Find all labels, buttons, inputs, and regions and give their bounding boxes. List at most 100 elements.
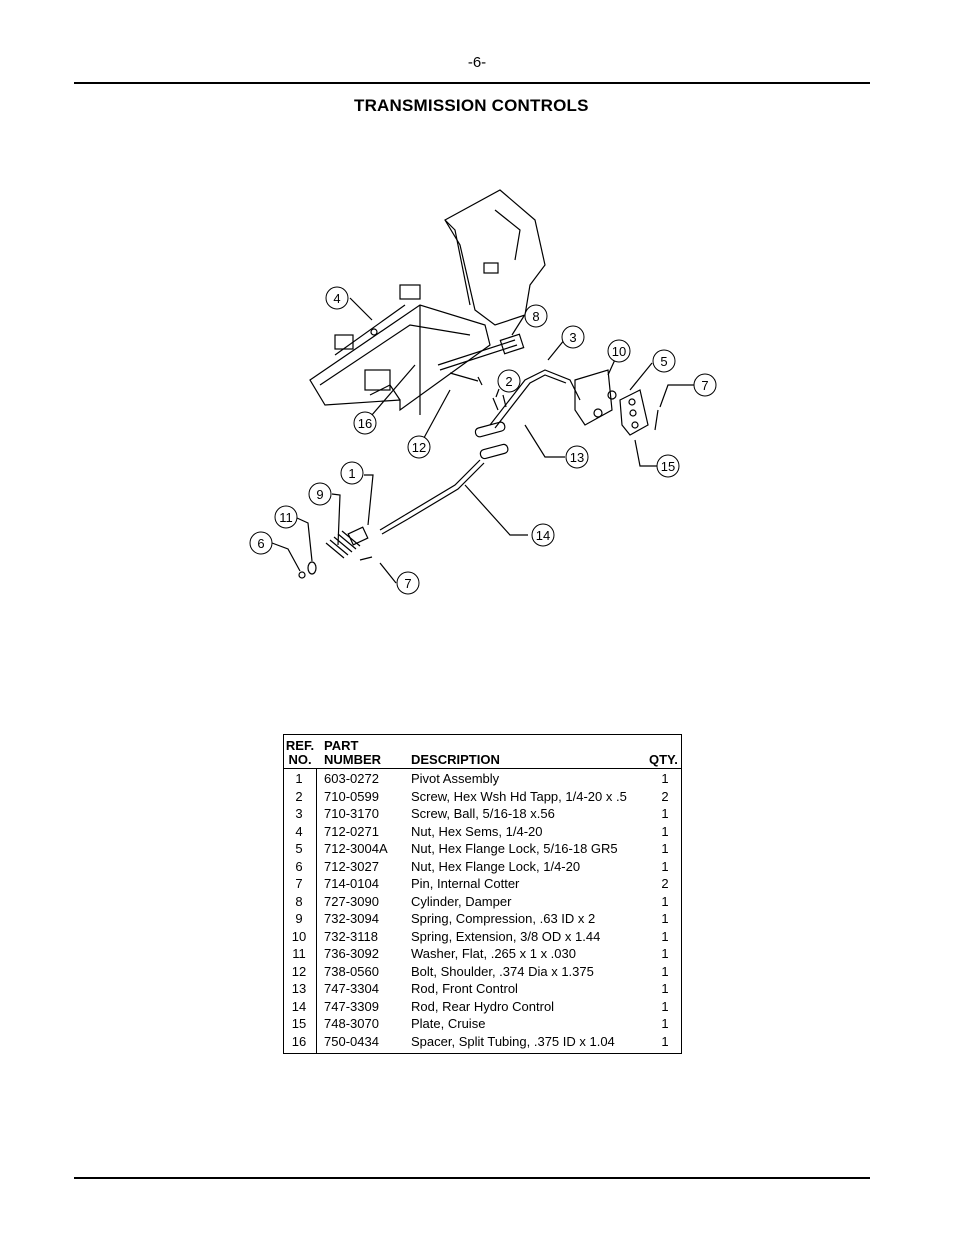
cell-part-number: 727-3090 (324, 893, 379, 909)
header-description: DESCRIPTION (411, 752, 500, 767)
callout-label: 15 (661, 459, 675, 474)
cell-qty: 1 (661, 946, 669, 961)
cell-ref: 6 (295, 858, 303, 874)
cell-description: Screw, Ball, 5/16-18 x.56 (411, 806, 555, 821)
table-row: 7 714-0104 Pin, Internal Cotter 2 (284, 875, 683, 893)
cell-qty: 1 (661, 998, 669, 1014)
table-row: 1 603-0272 Pivot Assembly 1 (284, 770, 683, 788)
table-row: 11 736-3092 Washer, Flat, .265 x 1 x .03… (284, 945, 683, 963)
table-row: 10 732-3118 Spring, Extension, 3/8 OD x … (284, 928, 683, 946)
cell-description: Spacer, Split Tubing, .375 ID x 1.04 (411, 1033, 615, 1049)
cell-ref: 15 (291, 1016, 307, 1031)
callout-label: 4 (333, 291, 340, 306)
cell-description: Spring, Extension, 3/8 OD x 1.44 (411, 928, 601, 944)
callout-label: 6 (257, 536, 264, 551)
cell-qty: 1 (661, 963, 669, 979)
header-ref-line1: REF. (285, 738, 315, 753)
cell-part-number: 732-3094 (324, 911, 379, 926)
cell-part-number: 750-0434 (324, 1033, 379, 1049)
header-part-line2: NUMBER (324, 752, 382, 767)
cell-ref: 2 (295, 788, 303, 804)
cell-qty: 1 (661, 1016, 669, 1031)
cell-part-number: 738-0560 (324, 963, 379, 979)
table-row: 6 712-3027 Nut, Hex Flange Lock, 1/4-20 … (284, 858, 683, 876)
callout-numbers: 4 8 3 10 5 7 2 16 12 13 15 1 9 11 6 14 7 (257, 291, 708, 591)
ref-column-divider (316, 769, 317, 1053)
cell-description: Pin, Internal Cotter (411, 876, 520, 891)
cell-part-number: 747-3304 (324, 981, 379, 996)
cell-part-number: 732-3118 (324, 928, 378, 944)
callout-label: 3 (569, 330, 576, 345)
cell-ref: 14 (291, 998, 307, 1014)
cell-qty: 1 (661, 911, 669, 926)
table-row: 3 710-3170 Screw, Ball, 5/16-18 x.56 1 (284, 805, 683, 823)
callout-label: 7 (404, 576, 411, 591)
callout-label: 13 (570, 450, 584, 465)
cell-description: Plate, Cruise (411, 1016, 486, 1031)
callout-label: 1 (348, 466, 355, 481)
cell-ref: 12 (291, 963, 307, 979)
cell-ref: 7 (295, 876, 303, 891)
cell-qty: 1 (661, 928, 669, 944)
header-qty: QTY. (649, 752, 678, 767)
table-row: 4 712-0271 Nut, Hex Sems, 1/4-20 1 (284, 823, 683, 841)
page-number: -6- (467, 54, 487, 71)
cell-qty: 2 (661, 876, 669, 891)
callout-label: 16 (358, 416, 372, 431)
cell-qty: 1 (661, 823, 669, 839)
callout-bubbles (249, 286, 717, 595)
cell-ref: 13 (291, 981, 307, 996)
exploded-parts-diagram: 4 8 3 10 5 7 2 16 12 13 15 1 9 11 6 14 7 (240, 185, 730, 605)
cell-part-number: 748-3070 (324, 1016, 379, 1031)
cell-ref: 9 (295, 911, 303, 926)
page-title: TRANSMISSION CONTROLS (354, 96, 589, 115)
cell-qty: 1 (661, 981, 669, 996)
cell-part-number: 603-0272 (324, 771, 379, 786)
cell-ref: 8 (295, 893, 303, 909)
cell-ref: 16 (291, 1033, 307, 1049)
cell-description: Rod, Front Control (411, 981, 518, 996)
table-row: 15 748-3070 Plate, Cruise 1 (284, 1015, 683, 1033)
cell-part-number: 747-3309 (324, 998, 379, 1014)
callout-label: 10 (612, 344, 626, 359)
cell-ref: 1 (295, 771, 303, 786)
callout-label: 8 (532, 309, 539, 324)
header-divider (284, 768, 681, 769)
cell-description: Nut, Hex Flange Lock, 1/4-20 (411, 858, 581, 874)
table-row: 5 712-3004A Nut, Hex Flange Lock, 5/16-1… (284, 840, 683, 858)
cell-part-number: 736-3092 (324, 946, 379, 961)
diagram-linework (271, 189, 696, 584)
cell-part-number: 712-3004A (324, 841, 388, 856)
table-row: 16 750-0434 Spacer, Split Tubing, .375 I… (284, 1033, 683, 1051)
cell-description: Nut, Hex Sems, 1/4-20 (411, 823, 543, 839)
header-ref: REF. NO. (284, 739, 316, 767)
table-row: 8 727-3090 Cylinder, Damper 1 (284, 893, 683, 911)
cell-description: Cylinder, Damper (411, 893, 512, 909)
cell-qty: 1 (661, 771, 669, 786)
cell-description: Screw, Hex Wsh Hd Tapp, 1/4-20 x .5 (411, 788, 627, 804)
header-ref-line2: NO. (288, 752, 312, 767)
cell-description: Nut, Hex Flange Lock, 5/16-18 GR5 (411, 841, 618, 856)
callout-label: 11 (279, 510, 293, 525)
cell-qty: 1 (661, 806, 669, 821)
header-rule (74, 82, 870, 84)
cell-qty: 1 (661, 858, 669, 874)
cell-part-number: 712-0271 (324, 823, 379, 839)
callout-label: 7 (701, 378, 708, 393)
footer-rule (74, 1177, 870, 1179)
table-row: 13 747-3304 Rod, Front Control 1 (284, 980, 683, 998)
cell-part-number: 714-0104 (324, 876, 379, 891)
cell-ref: 5 (295, 841, 303, 856)
cell-ref: 4 (295, 823, 303, 839)
header-part-line1: PART (324, 738, 359, 753)
cell-ref: 3 (295, 806, 303, 821)
cell-part-number: 710-0599 (324, 788, 379, 804)
callout-label: 9 (316, 487, 323, 502)
cell-ref: 11 (292, 946, 306, 961)
cell-description: Bolt, Shoulder, .374 Dia x 1.375 (411, 963, 594, 979)
table-row: 14 747-3309 Rod, Rear Hydro Control 1 (284, 998, 683, 1016)
callout-label: 14 (536, 528, 550, 543)
cell-qty: 1 (661, 1033, 669, 1049)
cell-description: Rod, Rear Hydro Control (411, 998, 555, 1014)
cell-part-number: 710-3170 (324, 806, 379, 821)
